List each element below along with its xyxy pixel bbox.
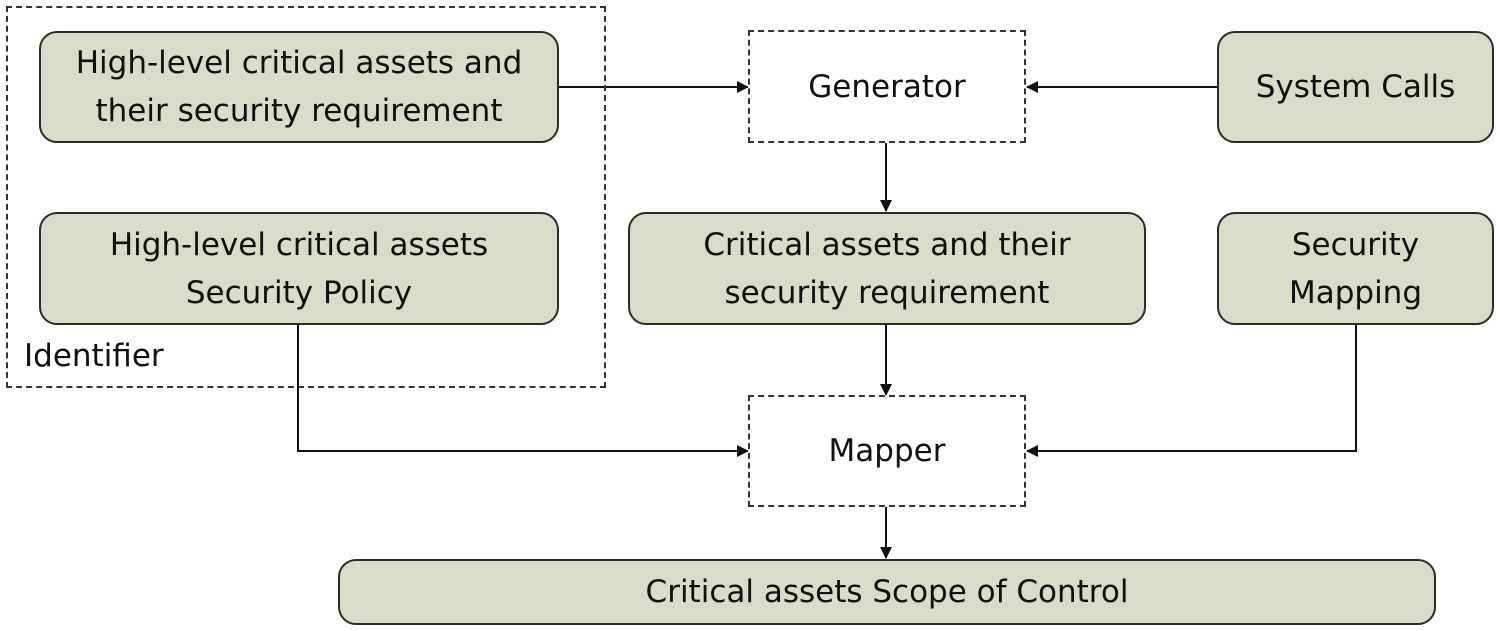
arrow-policy-to-mapper	[297, 325, 749, 457]
critical-requirement-node: Critical assets and their security requi…	[628, 212, 1146, 325]
critical-requirement-line2: security requirement	[724, 274, 1050, 311]
scope-of-control-label: Critical assets Scope of Control	[645, 574, 1129, 610]
hl-requirement-line2: their security requirement	[95, 93, 503, 129]
identifier-group	[6, 6, 606, 388]
system-calls-label: System Calls	[1255, 69, 1456, 105]
security-mapping-line1: Security	[1291, 226, 1420, 263]
identifier-label: Identifier	[24, 338, 164, 374]
hl-policy-line2: Security Policy	[185, 274, 413, 311]
hl-requirement-node: High-level critical assets and their sec…	[39, 31, 559, 143]
hl-policy-node: High-level critical assets Security Poli…	[39, 212, 559, 325]
arrow-secmapping-to-mapper	[1026, 325, 1357, 457]
scope-of-control-node: Critical assets Scope of Control	[338, 559, 1436, 625]
mapper-node: Mapper	[748, 395, 1026, 507]
mapper-label: Mapper	[828, 433, 946, 469]
generator-node: Generator	[748, 30, 1026, 143]
critical-requirement-line1: Critical assets and their	[703, 226, 1071, 263]
security-mapping-node: Security Mapping	[1217, 212, 1494, 325]
hl-requirement-line1: High-level critical assets and	[75, 45, 523, 81]
security-mapping-line2: Mapping	[1288, 274, 1423, 311]
generator-label: Generator	[808, 68, 966, 105]
system-calls-node: System Calls	[1217, 31, 1494, 143]
hl-policy-line1: High-level critical assets	[109, 226, 489, 263]
